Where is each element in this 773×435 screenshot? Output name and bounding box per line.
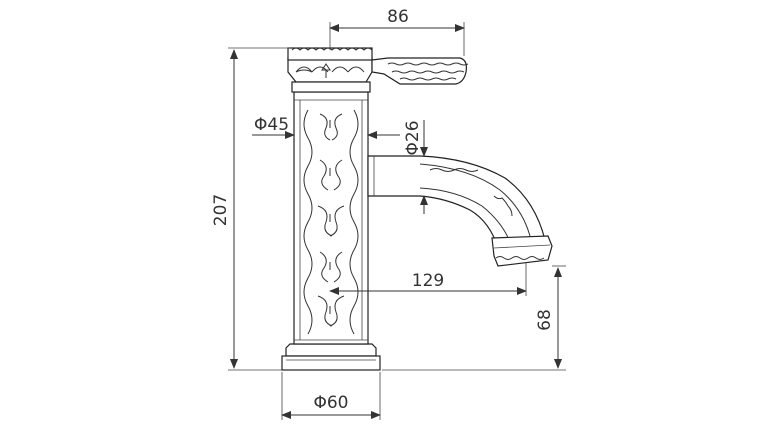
- dimension-spout-reach: 129: [329, 262, 527, 296]
- dimension-base-diameter: Φ60: [281, 372, 381, 420]
- column-ornament: [303, 109, 359, 335]
- dimension-total-height: 207: [211, 47, 290, 371]
- dimension-label-129: 129: [412, 271, 444, 291]
- dimension-spout-diameter: Φ26: [403, 120, 428, 214]
- dimension-handle-length: 86: [329, 7, 465, 56]
- dimension-label-phi60: Φ60: [313, 393, 348, 413]
- dimension-label-phi45: Φ45: [254, 115, 289, 135]
- dimension-spout-height: 68: [382, 265, 566, 371]
- dimension-label-68: 68: [535, 309, 555, 331]
- dimension-body-diameter: Φ45: [252, 115, 400, 139]
- faucet-outline: [281, 47, 553, 371]
- dimension-label-86: 86: [387, 7, 409, 27]
- dimension-label-207: 207: [211, 194, 231, 226]
- dimension-label-phi26: Φ26: [403, 120, 423, 155]
